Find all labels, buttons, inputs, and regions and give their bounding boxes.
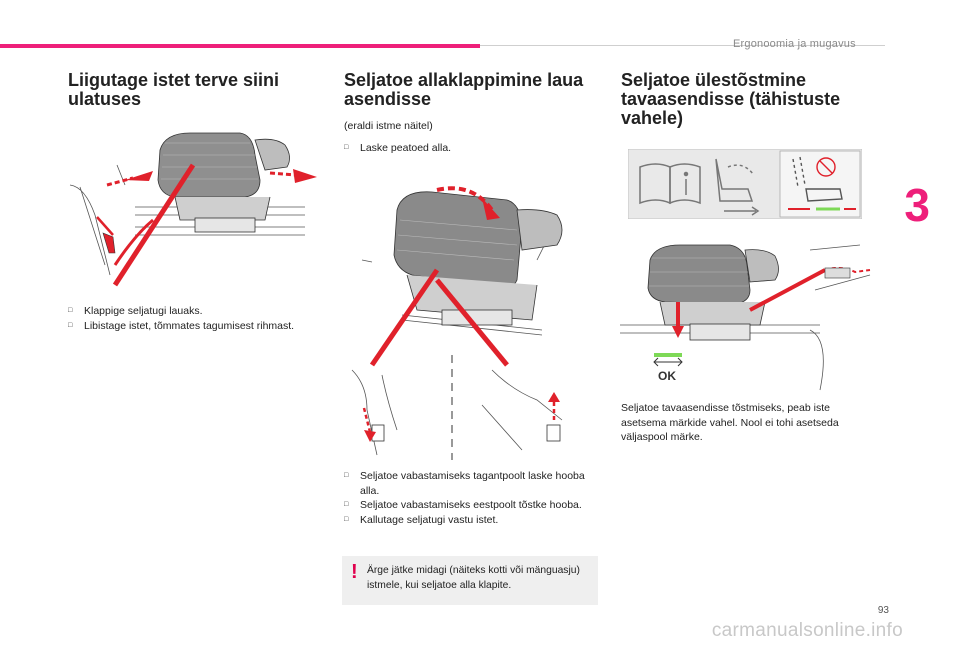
arrow-down-right-icon: [482, 198, 500, 220]
chapter-number: 3: [904, 179, 930, 231]
section2-instructions: □Seljatoe vabastamiseks tagantpoolt lask…: [344, 469, 594, 527]
section3-title: Seljatoe ülestõstmine tavaasendisse (täh…: [621, 70, 841, 128]
square-bullet-icon: □: [68, 307, 73, 314]
list-item: □Laske peatoed alla.: [344, 142, 452, 154]
list-item: □Libistage istet, tõmmates tagumisest ri…: [68, 319, 295, 332]
arrow-down-icon: [672, 326, 684, 338]
square-bullet-icon: □: [344, 501, 349, 508]
ok-label: OK: [658, 369, 676, 383]
backrest-fold-illustration: [351, 186, 563, 460]
square-bullet-icon: □: [68, 321, 73, 329]
list-item: □Klappige seljatugi lauaks.: [68, 305, 203, 317]
manual-info-icon: [639, 163, 701, 205]
section1-instructions: □Klappige seljatugi lauaks. □Libistage i…: [68, 304, 323, 333]
square-bullet-icon: □: [344, 472, 349, 479]
header-accent-bar: [0, 44, 480, 48]
list-item: □Seljatoe vabastamiseks tagantpoolt lask…: [344, 470, 585, 497]
warning-box: ! Ärge jätke midagi (näiteks kotti või m…: [342, 556, 598, 605]
list-item: □Kallutage seljatugi vastu istet.: [344, 513, 499, 526]
header-divider: [480, 45, 885, 46]
section2-note: (eraldi istme näitel): [344, 120, 433, 132]
arrow-left-icon: [125, 171, 153, 181]
warning-icon: !: [351, 561, 358, 583]
page-number: 93: [877, 605, 889, 616]
seat-slide-illustration: [69, 132, 317, 287]
arrow-down-icon: [364, 430, 376, 442]
section2-bullet-top: □Laske peatoed alla.: [344, 141, 594, 156]
arrow-right-icon: [293, 169, 317, 183]
square-bullet-icon: □: [344, 515, 349, 523]
warning-text: Ärge jätke midagi (näiteks kotti või män…: [367, 565, 580, 591]
square-bullet-icon: □: [344, 144, 349, 151]
arrow-up-icon: [548, 392, 560, 402]
info-pictogram-panel: [628, 149, 862, 219]
section3-text: Seljatoe tavaasendisse tõstmiseks, peab …: [621, 402, 839, 443]
seat-position-ok-illustration: OK: [620, 244, 871, 391]
watermark: carmanualsonline.info: [711, 620, 903, 641]
chapter-title: Ergonoomia ja mugavus: [733, 38, 856, 50]
section1-title: Liigutage istet terve siini ulatuses: [68, 70, 280, 109]
seat-position-marker-icon: [792, 156, 843, 202]
list-item: □Seljatoe vabastamiseks eestpoolt tõstke…: [344, 499, 582, 511]
section2-title: Seljatoe allaklappimine laua asendisse: [344, 70, 584, 109]
seat-slide-icon: [715, 158, 760, 216]
